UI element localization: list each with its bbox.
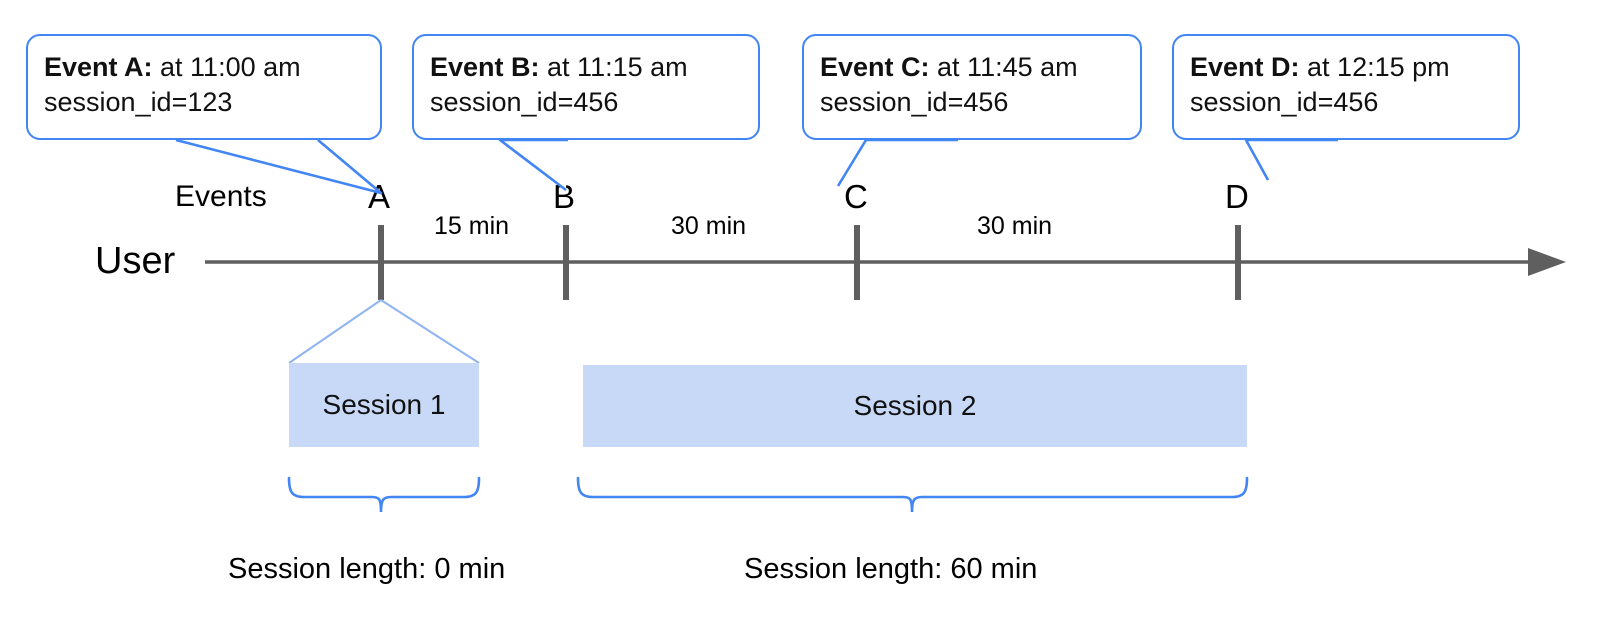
session-2-length-label: Session length: 60 min	[744, 553, 1038, 585]
callout-line-title: Event B: at 11:15 am	[430, 50, 742, 85]
callout-time: at 12:15 pm	[1299, 52, 1450, 82]
callout-tail-b	[498, 138, 568, 192]
callout-event-a: Event A: at 11:00 am session_id=123	[26, 34, 382, 140]
callout-session-id: session_id=456	[430, 87, 619, 118]
duration-label-ab: 15 min	[434, 212, 510, 240]
callout-title: Event B:	[430, 52, 540, 82]
callout-time: at 11:15 am	[539, 52, 688, 82]
callout-session-id: session_id=456	[820, 87, 1009, 118]
session-bar-1-label: Session 1	[322, 389, 446, 420]
callout-tail-d	[1244, 138, 1338, 181]
duration-label-cd: 30 min	[977, 212, 1053, 240]
callout-line-title: Event A: at 11:00 am	[44, 50, 364, 85]
session-bar-1: Session 1	[289, 363, 479, 447]
callout-title: Event D:	[1190, 52, 1300, 82]
duration-label-bc: 30 min	[671, 212, 747, 240]
callout-line-title: Event D: at 12:15 pm	[1190, 50, 1502, 85]
session-1-connector-right	[380, 299, 480, 364]
user-axis-label: User	[95, 240, 176, 282]
callout-line-title: Event C: at 11:45 am	[820, 50, 1124, 85]
callout-event-b: Event B: at 11:15 am session_id=456	[412, 34, 760, 140]
session-1-brace	[287, 476, 481, 513]
callout-title: Event C:	[820, 52, 930, 82]
callout-event-c: Event C: at 11:45 am session_id=456	[802, 34, 1142, 140]
session-bar-2-label: Session 2	[853, 390, 977, 421]
callout-event-d: Event D: at 12:15 pm session_id=456	[1172, 34, 1520, 140]
callout-time: at 11:45 am	[929, 52, 1078, 82]
session-2-brace	[576, 476, 1249, 513]
event-letter-d: D	[1225, 178, 1249, 215]
callout-session-id: session_id=456	[1190, 87, 1379, 118]
timeline-arrow-icon	[1528, 248, 1566, 276]
callout-session-id: session_id=123	[44, 87, 233, 118]
event-letter-c: C	[844, 178, 868, 215]
session-bar-2: Session 2	[583, 365, 1247, 447]
session-1-length-label: Session length: 0 min	[228, 553, 506, 585]
session-1-connector-left	[288, 299, 382, 364]
callout-time: at 11:00 am	[152, 52, 301, 82]
callout-title: Event A:	[44, 52, 153, 82]
callout-tail-c	[836, 138, 958, 187]
callout-tail-a	[175, 138, 383, 195]
event-letter-b: B	[553, 178, 576, 215]
events-row-label: Events	[175, 180, 267, 213]
